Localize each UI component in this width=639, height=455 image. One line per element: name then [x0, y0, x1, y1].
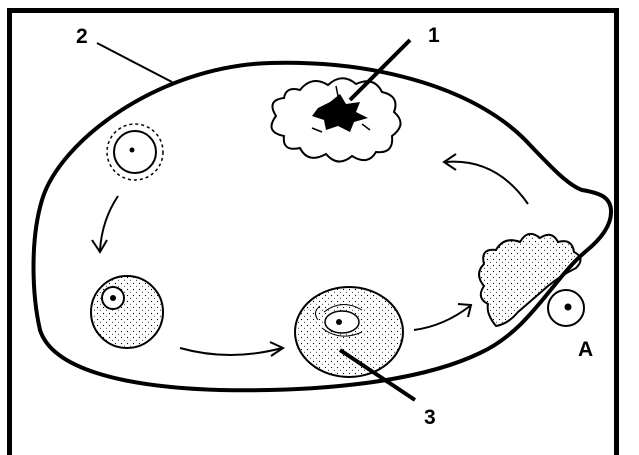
corpus-luteum [272, 78, 401, 161]
label-2: 2 [76, 25, 88, 48]
arrow-4 [446, 162, 528, 204]
label-1: 1 [428, 24, 440, 47]
arrow-2 [180, 348, 282, 355]
label-3: 3 [424, 406, 436, 429]
label-a: A [578, 338, 593, 361]
primordial-follicle [107, 124, 163, 180]
released-oocyte [548, 290, 584, 326]
primary-follicle [91, 276, 163, 348]
leader-2 [97, 43, 172, 82]
secondary-follicle [295, 287, 403, 377]
arrow-3 [414, 306, 470, 330]
arrow-1 [100, 196, 118, 250]
